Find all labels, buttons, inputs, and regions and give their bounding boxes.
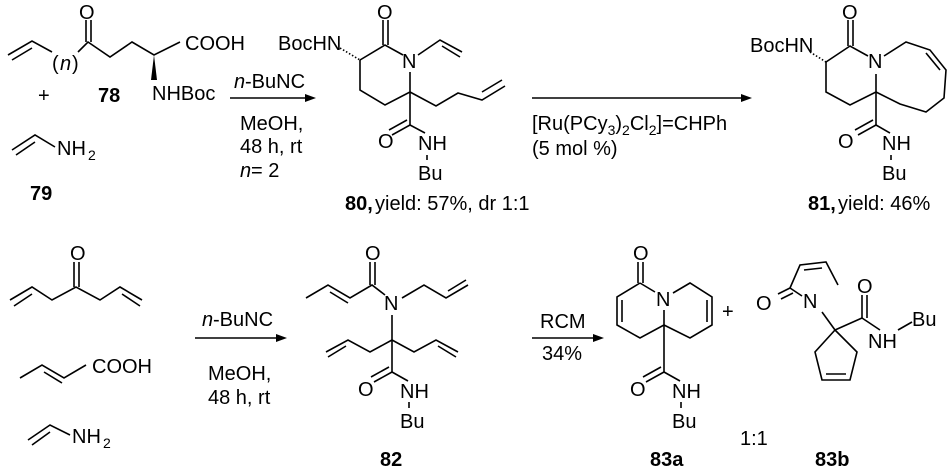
svg-text:O: O xyxy=(378,131,394,153)
product-83b: O N O NH Bu 83b xyxy=(756,261,936,471)
svg-text:O: O xyxy=(842,2,858,24)
svg-text:n: n xyxy=(234,71,245,93)
svg-text:34%: 34% xyxy=(542,343,582,365)
svg-text:2: 2 xyxy=(88,147,96,163)
svg-text:O: O xyxy=(70,243,86,265)
svg-text:O: O xyxy=(358,379,374,401)
svg-text:79: 79 xyxy=(30,183,52,205)
svg-text:Bu: Bu xyxy=(882,163,906,185)
svg-text:Bu: Bu xyxy=(418,163,442,185)
svg-text:O: O xyxy=(79,2,95,24)
vinylamine-reactant: NH 2 xyxy=(27,424,111,451)
svg-text:[Ru(PCy3)2Cl2]=CHPh: [Ru(PCy3)2Cl2]=CHPh xyxy=(532,113,727,138)
svg-text:BocHN: BocHN xyxy=(750,35,813,57)
svg-text:80,: 80, xyxy=(345,193,373,215)
svg-text:O: O xyxy=(838,131,854,153)
svg-text:yield: 57%, dr 1:1: yield: 57%, dr 1:1 xyxy=(375,193,530,215)
svg-text:NH: NH xyxy=(400,381,429,403)
svg-text:48 h, rt: 48 h, rt xyxy=(208,387,271,409)
svg-text:-BuNC: -BuNC xyxy=(245,71,305,93)
svg-text:Bu: Bu xyxy=(672,411,696,433)
diketone-reactant: O xyxy=(9,243,143,307)
product-83a: O N O NH Bu 83a xyxy=(616,243,713,471)
svg-text:n: n xyxy=(240,160,251,182)
svg-text:NH: NH xyxy=(672,381,701,403)
svg-text:O: O xyxy=(630,379,646,401)
svg-text:n: n xyxy=(60,53,71,75)
svg-text:82: 82 xyxy=(380,449,402,471)
compound-79: NH 2 79 xyxy=(11,134,96,205)
arrow-3: n -BuNC MeOH, 48 h, rt xyxy=(195,309,287,409)
svg-text:N: N xyxy=(803,291,817,313)
product-81: BocHN O N O NH Bu 81, yield: 46% xyxy=(750,2,947,215)
plus-sign: + xyxy=(722,301,734,323)
arrow-1: n -BuNC MeOH, 48 h, rt n = 2 xyxy=(230,71,316,182)
svg-text:-BuNC: -BuNC xyxy=(213,309,273,331)
svg-text:COOH: COOH xyxy=(185,33,245,55)
svg-text:(5 mol %): (5 mol %) xyxy=(532,138,618,160)
svg-text:NHBoc: NHBoc xyxy=(152,83,215,105)
svg-text:48 h, rt: 48 h, rt xyxy=(240,136,303,158)
svg-text:O: O xyxy=(365,243,381,265)
svg-text:Bu: Bu xyxy=(400,411,424,433)
svg-text:Bu: Bu xyxy=(912,309,936,331)
svg-text:N: N xyxy=(384,293,398,315)
svg-text:O: O xyxy=(633,243,649,265)
svg-text:83a: 83a xyxy=(650,449,684,471)
svg-text:MeOH,: MeOH, xyxy=(208,363,271,385)
svg-text:81,: 81, xyxy=(808,193,836,215)
svg-text:O: O xyxy=(857,276,873,298)
svg-text:NH: NH xyxy=(882,133,911,155)
svg-text:78: 78 xyxy=(98,85,120,107)
svg-text:n: n xyxy=(202,309,213,331)
svg-text:NH: NH xyxy=(418,133,447,155)
svg-text:BocHN: BocHN xyxy=(278,33,341,55)
svg-text:MeOH,: MeOH, xyxy=(240,113,303,135)
svg-text:yield: 46%: yield: 46% xyxy=(838,193,930,215)
plus-sign: + xyxy=(38,85,50,107)
svg-text:2: 2 xyxy=(103,435,111,451)
svg-text:NH: NH xyxy=(868,331,897,353)
svg-text:N: N xyxy=(656,289,670,311)
compound-78: ( n ) O COOH NHBoc 78 xyxy=(7,2,245,107)
svg-text:RCM: RCM xyxy=(540,311,586,333)
arrow-4: RCM 34% xyxy=(532,311,604,365)
svg-text:N: N xyxy=(868,51,882,73)
svg-text:O: O xyxy=(377,2,393,24)
product-80: BocHN O N O NH Bu 80, yield: 57%, dr 1:1 xyxy=(278,2,530,215)
arrow-2: [Ru(PCy3)2Cl2]=CHPh (5 mol %) xyxy=(532,94,752,160)
svg-text:O: O xyxy=(756,293,772,315)
svg-text:): ) xyxy=(72,53,79,75)
product-82: O N O NH Bu 82 xyxy=(305,243,469,471)
svg-text:N: N xyxy=(402,51,416,73)
svg-text:83b: 83b xyxy=(815,449,849,471)
svg-text:NH: NH xyxy=(57,138,86,160)
crotonic-acid-reactant: COOH xyxy=(19,356,152,384)
product-ratio: 1:1 xyxy=(740,428,768,450)
svg-text:= 2: = 2 xyxy=(251,160,279,182)
svg-text:NH: NH xyxy=(72,426,101,448)
svg-text:COOH: COOH xyxy=(92,356,152,378)
svg-text:(: ( xyxy=(52,53,59,75)
